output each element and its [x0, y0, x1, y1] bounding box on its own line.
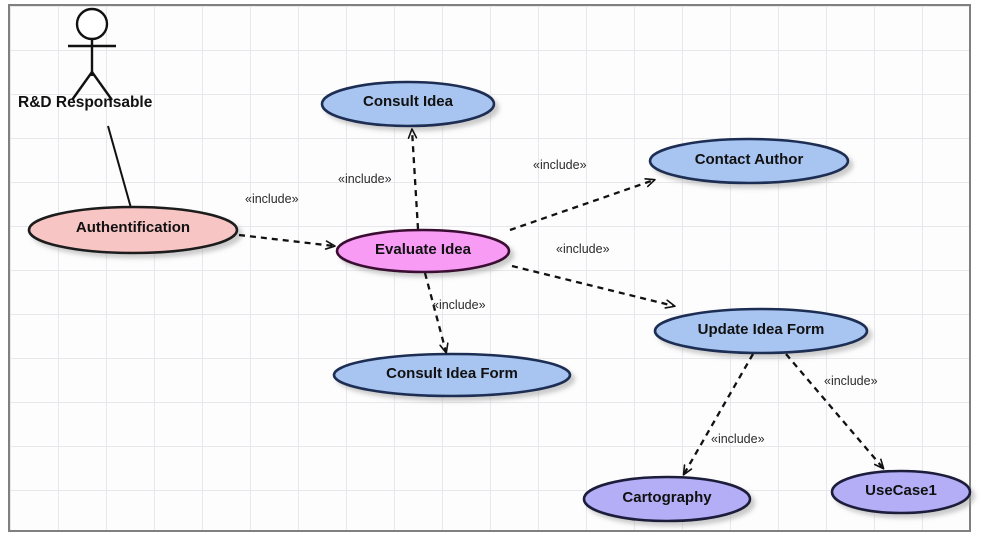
- include-label-authentification-evaluate-idea: «include»: [245, 192, 299, 206]
- include-update-idea-form-cartography[interactable]: [682, 353, 754, 476]
- use-case-consult-idea[interactable]: [320, 80, 496, 128]
- use-case-usecase1[interactable]: [830, 469, 972, 515]
- include-authentification-evaluate-idea[interactable]: [238, 233, 336, 250]
- include-label-update-idea-form-usecase1: «include»: [824, 374, 878, 388]
- actor-right-leg-icon: [91, 71, 113, 101]
- use-case-contact-author[interactable]: [648, 137, 850, 185]
- use-case-authentification[interactable]: [27, 205, 239, 255]
- actor-head-icon: [75, 7, 109, 41]
- include-label-evaluate-idea-consult-idea-form: «include»: [432, 298, 486, 312]
- include-evaluate-idea-update-idea-form[interactable]: [511, 264, 676, 309]
- use-case-cartography[interactable]: [582, 475, 752, 523]
- actor-left-leg-icon: [71, 71, 93, 101]
- use-case-consult-idea-form[interactable]: [332, 352, 572, 398]
- include-label-evaluate-idea-update-idea-form: «include»: [556, 242, 610, 256]
- include-label-evaluate-idea-consult-idea: «include»: [338, 172, 392, 186]
- include-evaluate-idea-consult-idea[interactable]: [407, 128, 420, 230]
- include-evaluate-idea-contact-author[interactable]: [509, 178, 656, 232]
- include-evaluate-idea-consult-idea-form[interactable]: [423, 272, 449, 354]
- diagram-frame: [8, 4, 971, 532]
- include-update-idea-form-usecase1[interactable]: [785, 353, 885, 470]
- include-label-update-idea-form-cartography: «include»: [711, 432, 765, 446]
- actor-rd-responsable[interactable]: [68, 7, 116, 101]
- include-label-evaluate-idea-contact-author: «include»: [533, 158, 587, 172]
- use-case-update-idea-form[interactable]: [653, 307, 869, 355]
- actor-label-rd-responsable: R&D Responsable: [18, 94, 153, 111]
- association-actor-authentification[interactable]: [107, 125, 132, 209]
- use-case-evaluate-idea[interactable]: [335, 228, 511, 274]
